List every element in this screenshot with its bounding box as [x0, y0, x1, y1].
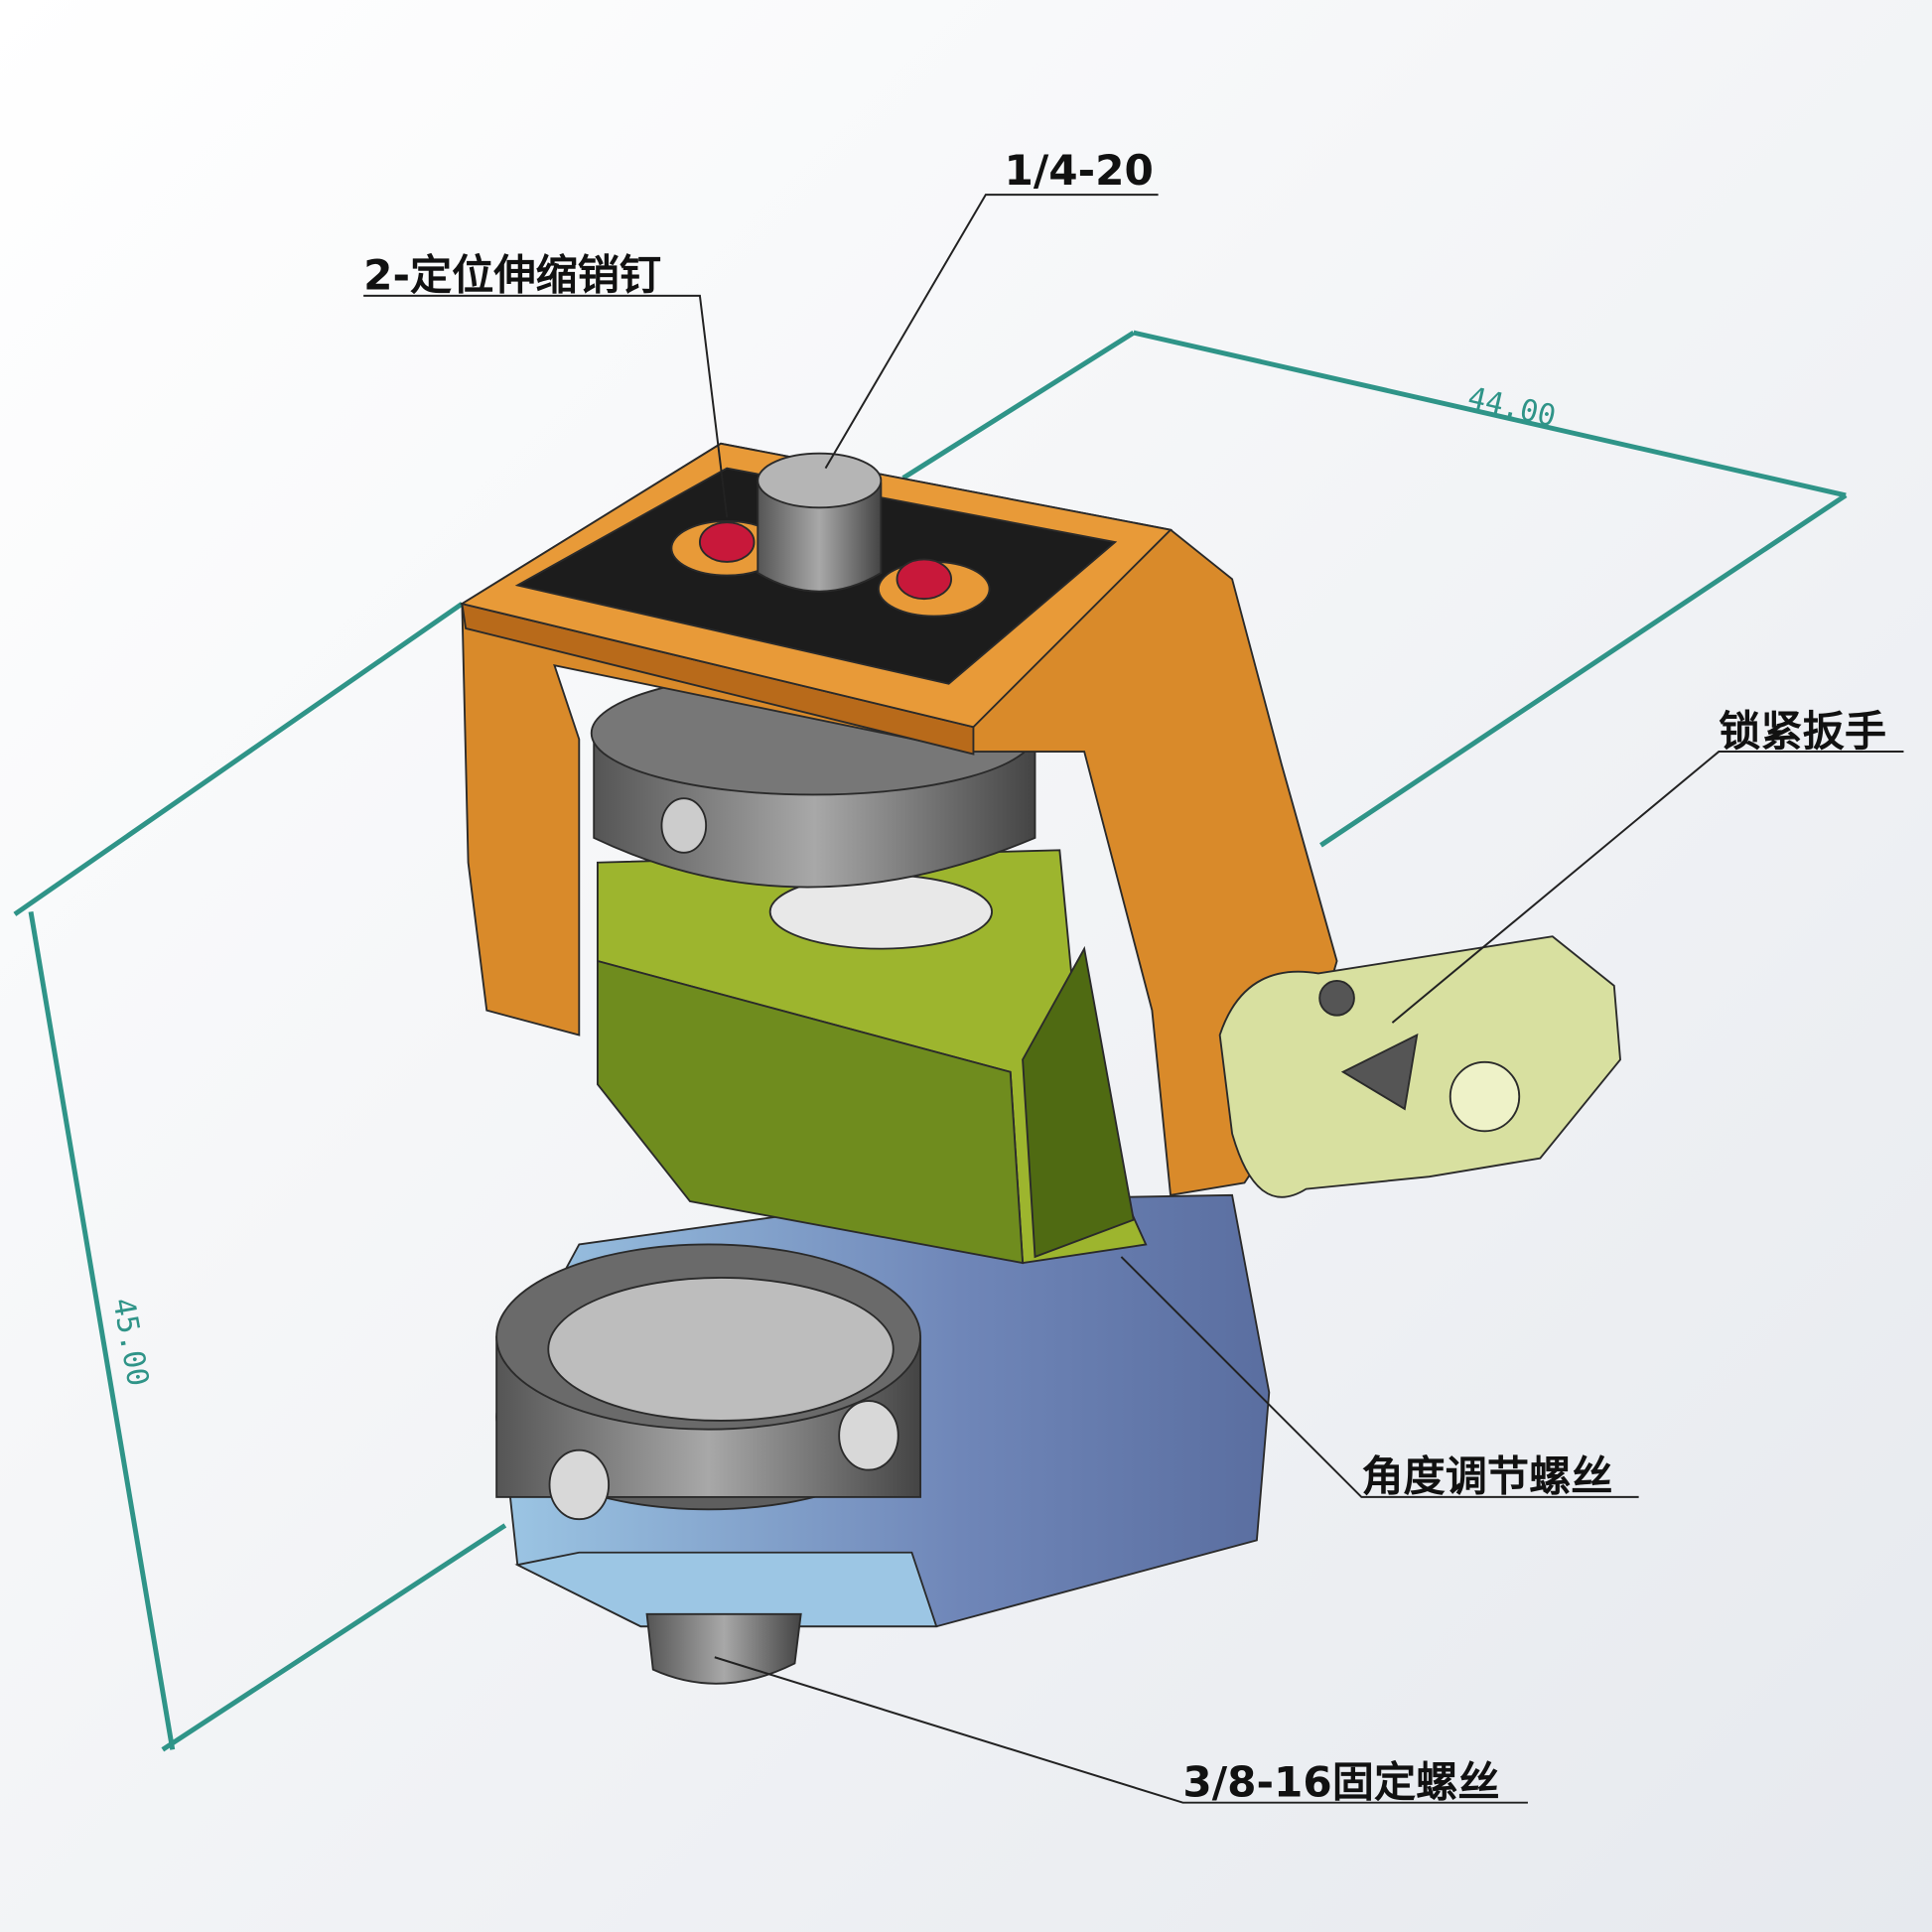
locating-pins: [698, 521, 953, 601]
locking-lever: [1218, 935, 1621, 1198]
dimension-height: [28, 910, 507, 1752]
leader-lines: [363, 194, 1904, 1804]
label-angle-screw: 角度调节螺丝: [1361, 1452, 1612, 1501]
label-locating-pins: 2-定位伸缩销钉: [363, 251, 661, 300]
base-ring: [495, 1243, 922, 1521]
top-screw: [757, 452, 883, 593]
dimension-width: [13, 330, 1848, 916]
base-screw-stud: [645, 1612, 802, 1685]
label-base-screw: 3/8-16固定螺丝: [1182, 1757, 1499, 1806]
label-top-screw: 1/4-20: [1004, 146, 1153, 195]
green-tilt-block: [596, 849, 1148, 1265]
label-locking-lever: 锁紧扳手: [1719, 707, 1886, 756]
